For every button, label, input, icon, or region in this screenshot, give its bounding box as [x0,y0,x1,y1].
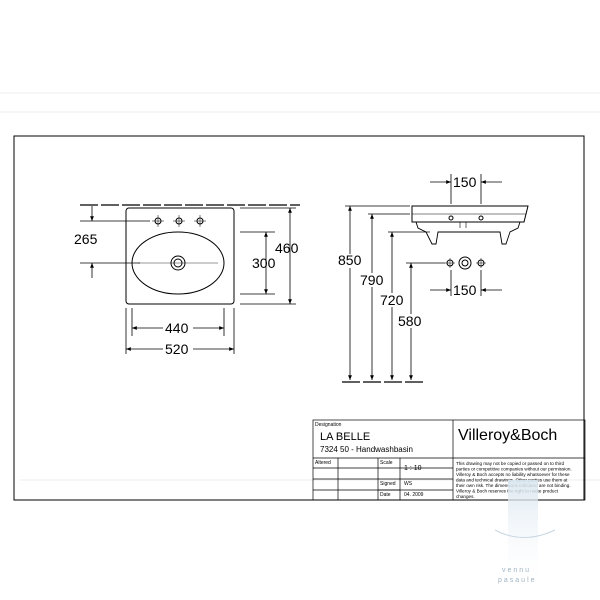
drawing-frame [13,135,585,501]
signed-value: WS [404,481,413,487]
front-dimension-lines [80,206,296,354]
brand-name: Villeroy&Boch [458,427,557,444]
dim-520: 520 [165,341,189,357]
designation-label: Designation [315,422,342,428]
product-name: LA BELLE [320,431,370,443]
date-label: Date [380,492,391,498]
tap-holes-front [152,215,206,227]
scale-value: 1 : 10 [404,465,422,472]
product-code: 7324 50 - Handwashbasin [320,445,413,454]
side-view [342,205,529,383]
watermark-line1: vennu [502,567,531,574]
front-dimension-labels: 265 300 460 440 520 [74,231,299,357]
notice-line: Villeroy & Boch reserves the right to ma… [456,489,559,494]
valve-symbols [445,256,486,270]
signed-label: Signed [380,481,396,487]
dim-150-bottom: 150 [453,282,477,298]
watermark: vennu pasaule [494,480,556,584]
scale-label: Scale [380,460,393,466]
dim-265: 265 [74,231,98,247]
altered-label: Altered [315,460,331,466]
notice-line: parties or competitive companies without… [456,467,572,472]
background-lines [0,92,600,481]
dim-300: 300 [252,255,276,271]
notice-line: This drawing may not be copied or passed… [456,461,564,466]
dim-790: 790 [360,272,384,288]
dim-850: 850 [338,252,362,268]
dim-150-top: 150 [453,174,477,190]
basin-side-outline [411,205,529,223]
dim-460: 460 [275,240,299,256]
dim-580: 580 [398,313,422,329]
side-dimension-labels: 150 150 850 790 720 580 [337,174,477,329]
title-block [312,419,586,501]
notice-line: changes. [456,494,475,499]
dim-720: 720 [380,292,404,308]
basin-outline-front [125,207,235,305]
notice-line: Villeroy & Boch accepts no liability wha… [456,472,570,477]
date-value: 04. 2009 [404,492,424,498]
watermark-line2: pasaule [498,577,537,584]
dim-440: 440 [165,320,189,336]
